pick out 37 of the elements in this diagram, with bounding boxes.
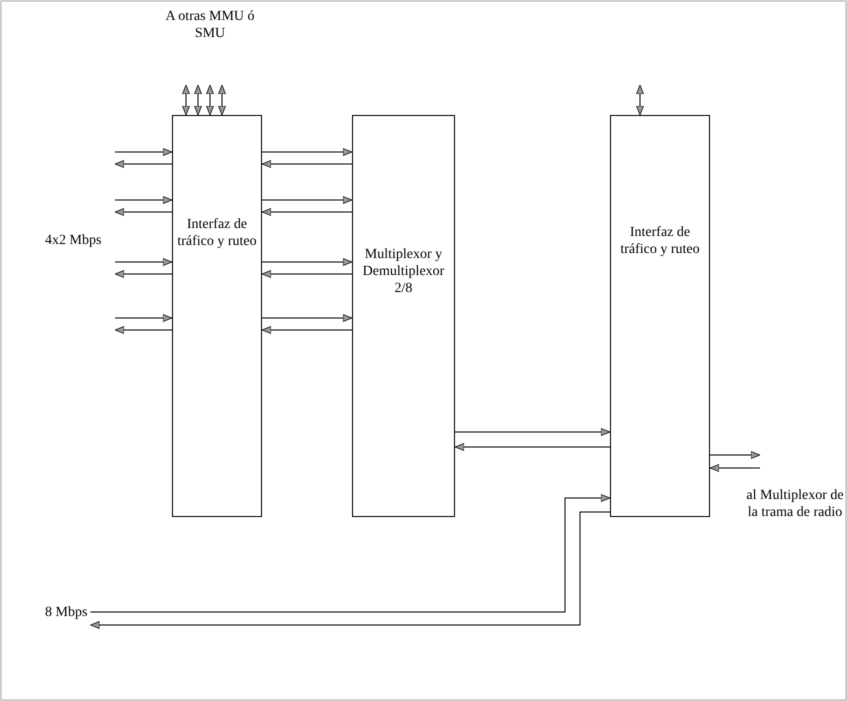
- double-arrow: [194, 84, 202, 116]
- signal-label: al Multiplexor de la trama de radio: [745, 487, 845, 521]
- arrow: [114, 148, 172, 156]
- rate-label: 8 Mbps: [45, 604, 88, 621]
- arrow: [114, 314, 172, 322]
- arrow: [262, 160, 352, 168]
- double-arrow: [636, 84, 644, 116]
- signal-label: 4x2 Mbps: [45, 232, 102, 249]
- arrow: [262, 196, 352, 204]
- signal-label: A otras MMU ó SMU: [164, 8, 256, 42]
- arrow: [710, 464, 760, 472]
- arrow: [454, 443, 610, 451]
- arrow: [114, 208, 172, 216]
- arrow: [114, 270, 172, 278]
- arrow: [114, 258, 172, 266]
- arrow: [262, 314, 352, 322]
- double-arrow: [206, 84, 214, 116]
- arrow: [262, 258, 352, 266]
- box-label: Multiplexor y Demultiplexor 2/8: [362, 246, 446, 297]
- arrow: [90, 494, 610, 612]
- arrow: [114, 196, 172, 204]
- arrow: [90, 512, 610, 629]
- process-box: [610, 115, 710, 517]
- box-label: Interfaz de tráfico y ruteo: [619, 224, 701, 258]
- arrow: [114, 160, 172, 168]
- arrow: [114, 326, 172, 334]
- arrow: [262, 148, 352, 156]
- box-label: Interfaz de tráfico y ruteo: [176, 216, 258, 250]
- process-box: [172, 115, 262, 517]
- double-arrow: [218, 84, 226, 116]
- arrow: [454, 428, 610, 436]
- arrow: [262, 326, 352, 334]
- double-arrow: [182, 84, 190, 116]
- arrow: [710, 451, 760, 459]
- process-box: [352, 115, 455, 517]
- arrow: [262, 270, 352, 278]
- arrow: [262, 208, 352, 216]
